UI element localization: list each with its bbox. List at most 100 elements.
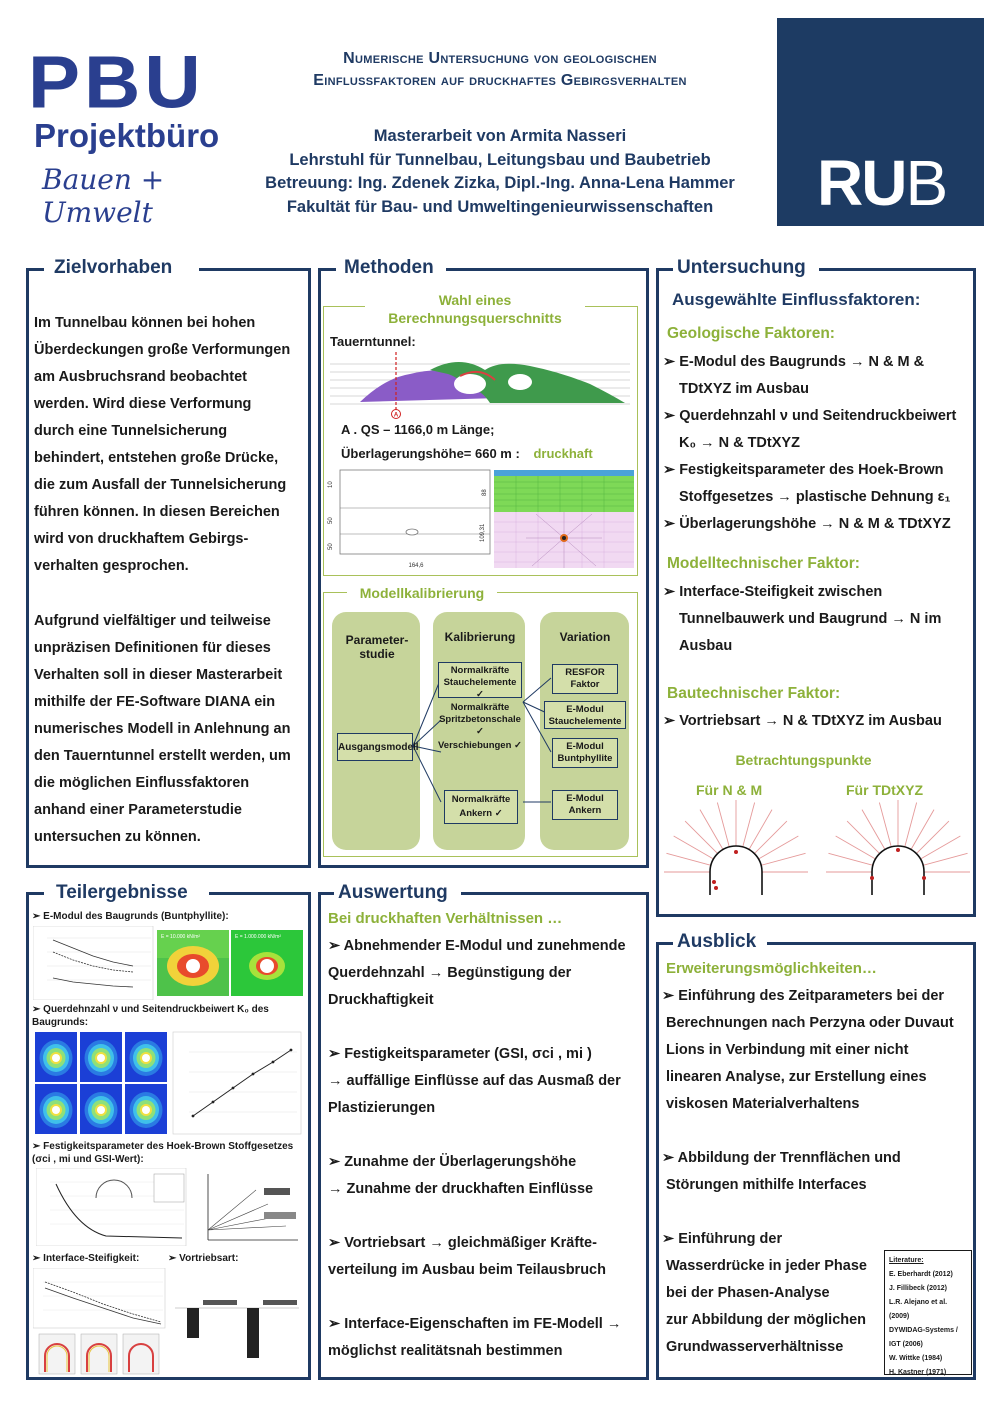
bau-item: ➢ Vortriebsart → N & TDtXYZ im Ausbau [663, 708, 975, 735]
auswertung-item-line: ➢ Interface-Eigenschaften im FE-Modell → [328, 1311, 646, 1338]
auswertung-item-line: Querdehnzahl → Begünstigung der [328, 960, 646, 987]
ausblick-item-line: bei der Phasen-Analyse [662, 1280, 972, 1307]
author-line: Fakultät für Bau- und Umweltingenieurwis… [286, 197, 714, 216]
betr-right-text: Für TDtXYZ [846, 782, 923, 798]
betr-left-text: Für N & M [696, 782, 763, 798]
teil-item-text: Querdehnzahl ν und Seitendruckbeiwert K₀… [32, 1004, 269, 1028]
emod-label: E = 1.000.000 kN/m² [235, 934, 281, 940]
bau-item-line: ➢ Vortriebsart → N & TDtXYZ im Ausbau [663, 708, 975, 735]
bullet-arrow-icon: ➢ [662, 988, 679, 1004]
auswertung-item: ➢ Festigkeitsparameter (GSI, σci , mi )→… [328, 1041, 646, 1122]
auswertung-intro: Bei druckhaften Verhältnissen … [328, 910, 562, 927]
geo-item-text: Stoffgesetzes → plastische Dehnung ε₁ [679, 489, 951, 505]
auswertung-item: ➢ Interface-Eigenschaften im FE-Modell →… [328, 1311, 646, 1365]
ausblick-item-text: Lions in Verbindung mit einer nicht [666, 1042, 909, 1058]
geo-title: Geologische Faktoren: [667, 325, 835, 343]
ueberlagerung-value: Überlagerungshöhe= 660 m : [341, 446, 520, 461]
auswertung-item-text: → Zunahme der druckhaften Einflüsse [328, 1181, 594, 1197]
zielvorhaben-line: führen können. In diesen Bereichen [34, 504, 280, 520]
ausblick-item-line: Störungen mithilfe Interfaces [662, 1172, 972, 1199]
betrachtungspunkte-figure [664, 800, 970, 895]
zielvorhaben-line: numerisches Modell in Anlehnung an [34, 721, 291, 737]
col3-title: Variation [559, 630, 611, 644]
dim-label: 88 [482, 489, 488, 496]
auswertung-item-line: ➢ Abnehmender E-Modul und zunehmende [328, 933, 646, 960]
bau-factor-list: ➢ Vortriebsart → N & TDtXYZ im Ausbau [663, 708, 975, 735]
teil-item-text: Interface-Steifigkeit: [43, 1253, 140, 1264]
mod-item-line: Ausbau [663, 633, 975, 660]
heading-teilergebnisse: Teilergebnisse [52, 882, 192, 904]
ausblick-intro: Erweiterungsmöglichkeiten… [666, 960, 877, 977]
author-block: Masterarbeit von Armita Nasseri Lehrstuh… [250, 125, 750, 219]
bau-item-text: Vortriebsart → N & TDtXYZ im Ausbau [679, 713, 942, 729]
teil-item-text: Festigkeitsparameter des Hoek-Brown Stof… [32, 1141, 294, 1165]
mod-item-text: Ausbau [679, 638, 733, 654]
auswertung-item-text: Vortriebsart → gleichmäßiger Kräfte- [344, 1235, 597, 1251]
zielvorhaben-line: die zum Ausfall der Tunnelsicherung [34, 477, 287, 493]
literature-entry: DYWIDAG-Systems / IGT (2006) [889, 1327, 958, 1348]
zielvorhaben-line: Verhalten soll in dieser Masterarbeit [34, 667, 283, 683]
zielvorhaben-line: unpräzisen Definitionen für dieses [34, 640, 271, 656]
column-parameterstudie [332, 612, 420, 850]
ausblick-item-text: bei der Phasen-Analyse [666, 1285, 830, 1301]
bullet-arrow-icon: ➢ [663, 584, 680, 600]
zielvorhaben-line: am Ausbruchsrand beobachtet [34, 369, 247, 385]
title-line-2: Einflussfaktoren auf druckhaftes Gebirgs… [313, 72, 687, 89]
bullet-arrow-icon: ➢ [328, 1046, 345, 1062]
ausblick-item-line: Wasserdrücke in jeder Phase [662, 1253, 972, 1280]
zielvorhaben-line: Im Tunnelbau können bei hohen [34, 315, 256, 331]
ausblick-item-text: linearen Analyse, zur Erstellung eines [666, 1069, 927, 1085]
bullet-arrow-icon: ➢ [663, 354, 680, 370]
pbu-logo: PBU Projektbüro Bauen + Umwelt [28, 45, 243, 229]
geo-item: ➢ E-Modul des Baugrunds → N & M &TDtXYZ … [663, 349, 975, 403]
rub-logo-text: RUB [817, 147, 948, 219]
col1-title: Parameter-studie [345, 633, 409, 661]
auswertung-item-text: Druckhaftigkeit [328, 992, 434, 1008]
ausblick-item-text: Grundwasserverhältnisse [666, 1339, 844, 1355]
panel-teilergebnisse [26, 892, 311, 1380]
auswertung-item-line: Druckhaftigkeit [328, 987, 646, 1014]
interface-vortrieb-figure [33, 1268, 301, 1376]
auswertung-item-text: Plastizierungen [328, 1100, 436, 1116]
bullet-arrow-icon: ➢ [662, 1231, 679, 1247]
fe-model-figure: 10 50 50 88 109,31 164,6 [328, 469, 634, 569]
auswertung-item-text: Interface-Eigenschaften im FE-Modell → [344, 1316, 622, 1332]
profile-marker: A [394, 413, 399, 419]
ausgangsmodell-box: Ausgangsmodell [337, 733, 419, 761]
auswertung-item: ➢ Vortriebsart → gleichmäßiger Kräfte-ve… [328, 1230, 646, 1284]
panel-auswertung [318, 892, 649, 1380]
bullet-arrow-icon: ➢ [663, 408, 680, 424]
mod-title: Modelltechnischer Faktor: [667, 555, 860, 573]
dim-label: 164,6 [408, 563, 424, 569]
mod-item-text: Tunnelbauwerk und Baugrund → N im [679, 611, 942, 627]
kal-verschiebungen: Verschiebungen ✓ [438, 740, 522, 751]
ausblick-item-text: Wasserdrücke in jeder Phase [666, 1258, 867, 1274]
box2-title: Modellkalibrierung [347, 584, 497, 602]
auswertung-item-line: → auffällige Einflüsse auf das Ausmaß de… [328, 1068, 646, 1095]
bullet-arrow-icon: ➢ [328, 1154, 345, 1170]
betrachtung-title: Betrachtungspunkte [656, 752, 951, 768]
ausblick-item-line: ➢ Abbildung der Trennflächen und [662, 1145, 972, 1172]
ausblick-item-text: Störungen mithilfe Interfaces [666, 1177, 867, 1193]
geo-item-line: ➢ Querdehnzahl ν und Seitendruckbeiwert [663, 403, 975, 430]
var-emod-ankern: E-Modul Ankern [552, 790, 618, 820]
ausblick-item-line: ➢ Einführung der [662, 1226, 972, 1253]
literature-entry: J. Fillibeck (2012) [889, 1285, 947, 1292]
bullet-arrow-icon: ➢ [662, 1150, 678, 1166]
geo-item-line: TDtXYZ im Ausbau [663, 376, 975, 403]
bullet-arrow-icon: ➢ [328, 1235, 345, 1251]
zielvorhaben-line: Aufgrund vielfältiger und teilweise [34, 613, 271, 629]
teil-item-emodul: ➢ E-Modul des Baugrunds (Buntphyllite): [32, 911, 229, 922]
qs-text: A . QS – 1166,0 m Länge; [341, 422, 495, 437]
zielvorhaben-line: wird von druckhaftem Gebirgs- [34, 531, 249, 547]
var-emod-bunt: E-Modul Buntphyllite [552, 738, 618, 768]
geo-item-line: ➢ Überlagerungshöhe → N & M & TDtXYZ [663, 511, 975, 538]
zielvorhaben-line: den Tauerntunnel erstellt werden, um [34, 748, 291, 764]
dim-label: 109,31 [480, 523, 486, 542]
author-line: Masterarbeit von Armita Nasseri [373, 127, 627, 145]
teil-item-text: E-Modul des Baugrunds (Buntphyllite): [43, 911, 229, 922]
